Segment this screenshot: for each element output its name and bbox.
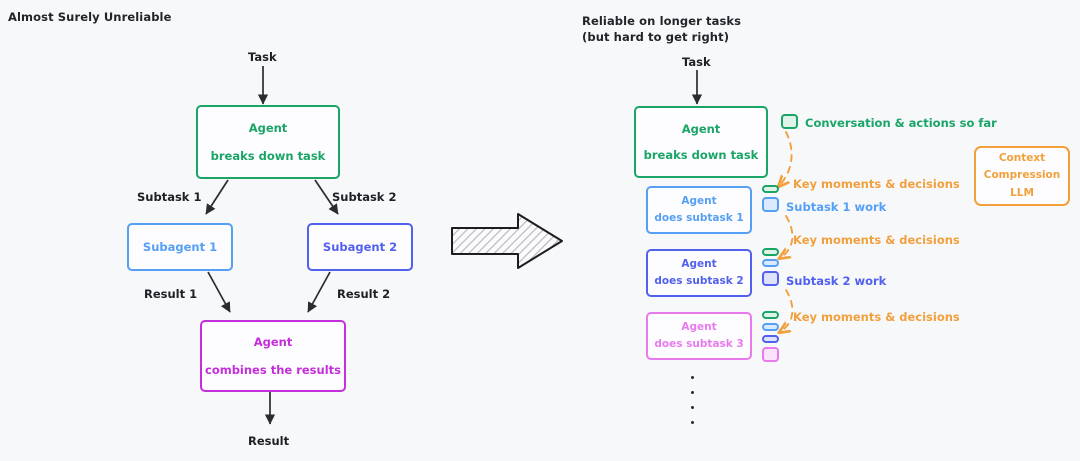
context-box-line2: Compression: [983, 169, 1061, 182]
legend-label-conversation: Conversation & actions so far: [805, 116, 997, 130]
edge-label-result-1: Result 1: [144, 287, 198, 301]
right-node-orchestrator-line1: Agent: [681, 121, 721, 136]
legend-label-subtask-1: Subtask 1 work: [786, 200, 887, 214]
ellipsis-dot: [691, 391, 694, 394]
edge-label-result-2: Result 2: [337, 287, 391, 301]
right-node-agent-1-line2: does subtask 1: [654, 212, 744, 224]
ellipsis-dot: [691, 376, 694, 379]
chip-subtask1-blue: [762, 197, 779, 212]
right-task-label: Task: [682, 55, 711, 69]
big-right-arrow-icon: [451, 213, 563, 269]
legend-label-subtask-2: Subtask 2 work: [786, 274, 887, 288]
right-node-agent-1[interactable]: Agent does subtask 1: [646, 186, 752, 234]
left-node-subagent-2[interactable]: Subagent 2: [307, 223, 413, 271]
compression-label-1: Key moments & decisions: [793, 177, 960, 191]
arrow-orchestrator-to-subagent-1: [205, 179, 229, 215]
left-node-orchestrator-line1: Agent: [248, 120, 288, 135]
chip-summary-blue-1: [762, 259, 779, 267]
compression-label-2: Key moments & decisions: [793, 233, 960, 247]
edge-label-subtask-2: Subtask 2: [332, 190, 397, 204]
arrow-subagent-2-to-combiner: [307, 271, 331, 313]
edge-label-subtask-1: Subtask 1: [137, 190, 202, 204]
left-node-subagent-2-label: Subagent 2: [322, 239, 398, 254]
arrow-subagent-1-to-combiner: [207, 271, 231, 313]
chip-subtask3-magenta: [762, 347, 779, 362]
left-node-combiner-line1: Agent: [253, 334, 293, 349]
context-compression-llm-box[interactable]: Context Compression LLM: [974, 146, 1070, 206]
right-node-agent-2-line2: does subtask 2: [654, 275, 744, 287]
right-node-agent-3[interactable]: Agent does subtask 3: [646, 312, 752, 360]
left-node-orchestrator[interactable]: Agent breaks down task: [196, 105, 340, 179]
left-node-combiner[interactable]: Agent combines the results: [200, 320, 346, 392]
chip-summary-green-2: [762, 248, 779, 256]
context-box-line3: LLM: [1010, 186, 1034, 199]
compression-curve-2: [780, 215, 794, 258]
right-node-orchestrator[interactable]: Agent breaks down task: [634, 106, 768, 178]
right-node-orchestrator-line2: breaks down task: [643, 148, 759, 162]
right-node-agent-2-line1: Agent: [681, 257, 717, 270]
compression-curve-3: [780, 289, 794, 332]
compression-label-3: Key moments & decisions: [793, 310, 960, 324]
chip-summary-green-1: [762, 185, 779, 193]
chip-summary-green-3: [762, 311, 779, 319]
left-result-label: Result: [248, 434, 290, 448]
context-box-line1: Context: [998, 152, 1046, 165]
left-node-combiner-line2: combines the results: [205, 363, 341, 377]
chip-summary-blue-2: [762, 323, 779, 331]
right-node-agent-1-line1: Agent: [681, 194, 717, 207]
left-task-label: Task: [248, 50, 277, 64]
left-node-orchestrator-line2: breaks down task: [210, 149, 326, 163]
ellipsis-dots: [691, 376, 694, 436]
chip-subtask2-indigo: [762, 271, 779, 286]
left-node-subagent-1[interactable]: Subagent 1: [127, 223, 233, 271]
left-node-subagent-1-label: Subagent 1: [142, 239, 218, 254]
ellipsis-dot: [691, 406, 694, 409]
chip-summary-indigo-1: [762, 335, 779, 343]
right-panel-heading: Reliable on longer tasks (but hard to ge…: [582, 14, 742, 44]
right-node-agent-2[interactable]: Agent does subtask 2: [646, 249, 752, 297]
right-node-agent-3-line1: Agent: [681, 320, 717, 333]
compression-curve-1: [779, 131, 793, 186]
ellipsis-dot: [691, 421, 694, 424]
right-node-agent-3-line2: does subtask 3: [654, 338, 744, 350]
left-panel-heading: Almost Surely Unreliable: [8, 10, 172, 24]
chip-conversation-green: [781, 114, 798, 129]
